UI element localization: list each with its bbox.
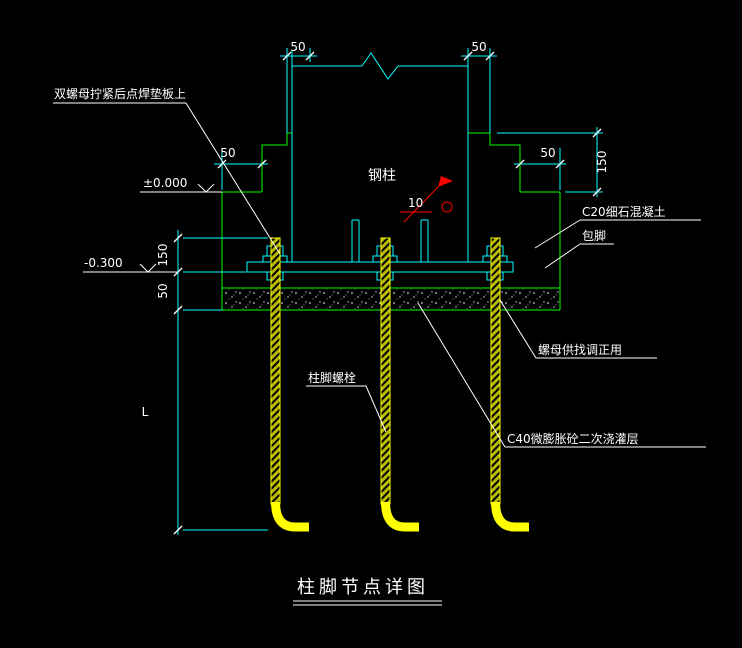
note-anchor-bolt: 柱脚螺栓 <box>308 370 356 385</box>
drawing-title: 柱脚节点详图 <box>297 577 429 598</box>
leader-line <box>499 299 537 359</box>
leader-line <box>417 302 506 448</box>
dim-tick <box>282 51 292 61</box>
note-c40-grout: C40微膨胀砼二次浇灌层 <box>507 432 639 446</box>
leader-line <box>544 243 581 269</box>
encasement-step-right <box>468 132 521 192</box>
dim-tick <box>592 187 602 197</box>
elevation-base: -0.300 <box>84 256 123 270</box>
note-leveling-nut: 螺母供找调正用 <box>538 343 622 357</box>
dim-tick <box>463 51 473 61</box>
break-zigzag <box>361 52 399 80</box>
dim-tick <box>173 233 183 243</box>
dim-tick <box>305 51 315 61</box>
dim-tick <box>485 51 495 61</box>
anchor-bolt-hook <box>491 501 529 532</box>
note-c20-concrete: C20细石混凝土 <box>582 204 666 219</box>
leader-line <box>534 219 581 249</box>
steel-column <box>291 50 469 262</box>
title-block: 柱脚节点详图 <box>293 577 442 606</box>
grout-stipple-band <box>223 289 559 309</box>
annotations: 双螺母拧紧后点焊垫板上 钢柱 C20细石混凝土 包脚 螺母供找调正用 柱脚螺栓 … <box>53 86 706 448</box>
dim-tick <box>555 159 565 169</box>
dim-tick <box>592 128 602 138</box>
dim-grout-50: 50 <box>156 283 170 298</box>
anchor-bolts <box>270 237 529 532</box>
dim-tick <box>173 525 183 535</box>
elevation-ground: ±0.000 <box>143 176 187 190</box>
weld-all-around-icon <box>441 201 453 213</box>
dim-tick <box>173 305 183 315</box>
dim-tick <box>515 159 525 169</box>
weld-size-label: 10 <box>408 196 423 210</box>
weld-symbol: 10 <box>400 176 453 223</box>
note-encasement: 包脚 <box>582 228 606 243</box>
encasement-step-left <box>261 132 292 192</box>
dim-bolt-length: L <box>142 405 149 419</box>
elevation-marks: ±0.000 -0.300 <box>83 176 222 273</box>
anchor-bolt-hook <box>381 501 419 532</box>
dim-pedestal-150: 150 <box>156 244 170 267</box>
note-double-nut: 双螺母拧紧后点焊垫板上 <box>54 86 186 101</box>
dim-tick <box>217 159 227 169</box>
dim-top-left: 50 <box>290 40 305 54</box>
weld-leader-line <box>403 186 439 223</box>
dimensions: 50 50 50 50 150 150 <box>142 40 609 535</box>
weld-flag-icon <box>438 176 453 187</box>
anchor-bolt-hook <box>271 501 309 532</box>
anchor-bolt-shaft <box>270 237 281 505</box>
base-plate <box>246 261 514 273</box>
dim-mid-left: 50 <box>220 146 235 160</box>
leader-line <box>365 385 387 433</box>
dim-mid-right: 50 <box>540 146 555 160</box>
elevation-triangle-icon <box>197 183 215 193</box>
anchor-bolt-shaft <box>380 237 391 505</box>
dim-top-right: 50 <box>471 40 486 54</box>
anchor-bolt-shaft <box>490 237 501 505</box>
leader-line <box>185 102 281 255</box>
dim-tick <box>257 159 267 169</box>
elevation-triangle-icon <box>139 263 157 273</box>
base-plate-assembly <box>246 245 514 281</box>
dim-encasement-height: 150 <box>595 151 609 174</box>
label-steel-column: 钢柱 <box>368 168 396 184</box>
